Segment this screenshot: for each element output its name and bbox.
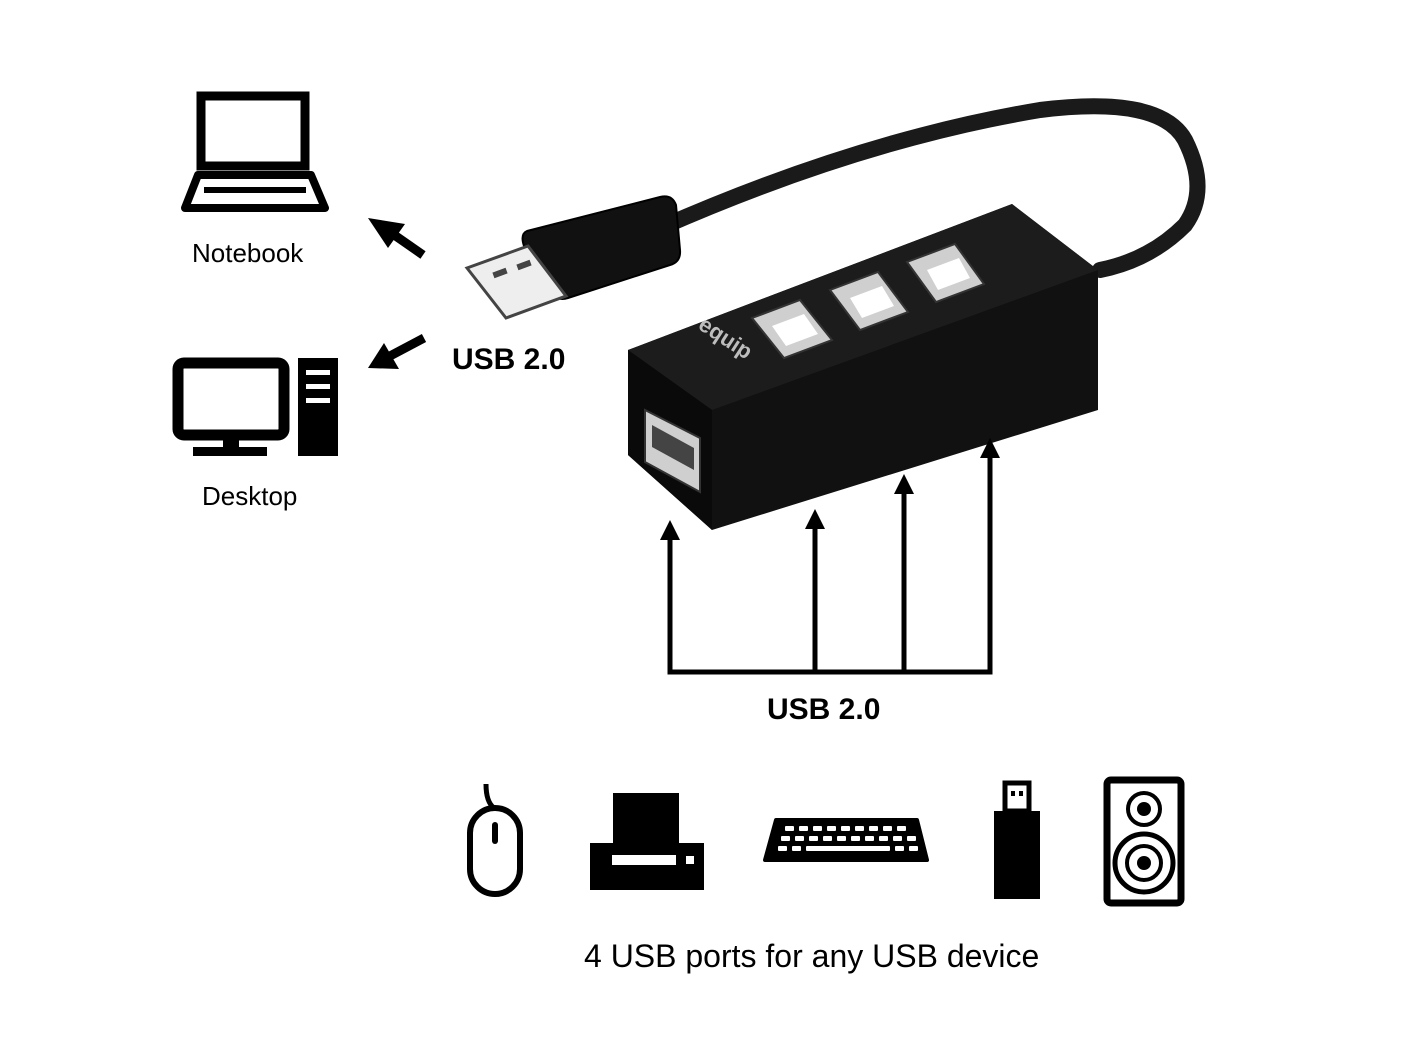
printer-icon (590, 793, 704, 890)
usb-flash-drive-icon (994, 780, 1040, 899)
usb-cable (652, 98, 1206, 278)
port-arrows (660, 438, 1000, 675)
downstream-usb-label: USB 2.0 (767, 693, 881, 726)
desktop-computer-icon (172, 357, 338, 456)
usb-plug (464, 195, 682, 320)
arrow-to-desktop (368, 334, 427, 369)
desktop-label: Desktop (202, 481, 298, 511)
keyboard-icon (763, 818, 929, 862)
notebook-icon (181, 91, 329, 212)
speaker-icon (1103, 776, 1185, 907)
upstream-usb-label: USB 2.0 (452, 343, 566, 376)
mouse-icon (467, 783, 523, 897)
caption: 4 USB ports for any USB device (584, 938, 1040, 974)
arrow-to-notebook (368, 218, 426, 259)
usb-hub-body: equip (628, 204, 1098, 530)
notebook-label: Notebook (192, 238, 304, 268)
